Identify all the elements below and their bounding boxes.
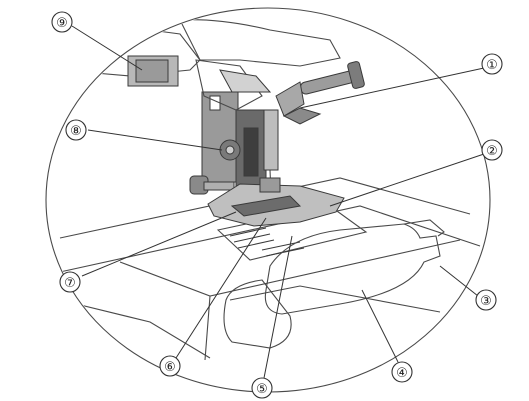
callout-4: ④: [391, 361, 413, 383]
svg-text:④: ④: [396, 366, 408, 381]
leader-2: [329, 153, 485, 207]
leader-9: [71, 25, 143, 71]
machine-illustration: [47, 19, 481, 361]
presser-foot: [207, 177, 345, 227]
leader-3: [439, 265, 479, 297]
callout-1: ①: [481, 53, 503, 75]
leader-8: [87, 129, 223, 151]
presser-foot-holder: [201, 91, 267, 187]
svg-text:②: ②: [486, 144, 498, 159]
callout-6: ⑥: [159, 355, 181, 377]
needle-plate: [216, 205, 368, 261]
callout-7: ⑦: [59, 271, 81, 293]
svg-text:①: ①: [486, 58, 498, 73]
leader-4: [361, 289, 399, 363]
svg-text:⑤: ⑤: [256, 382, 268, 397]
presser-foot-screw: [189, 175, 235, 195]
callout-8: ⑧: [65, 119, 87, 141]
callout-2: ②: [481, 139, 503, 161]
svg-text:③: ③: [480, 294, 492, 309]
leader-5: [263, 235, 293, 379]
svg-text:⑥: ⑥: [164, 360, 176, 375]
svg-text:⑧: ⑧: [70, 124, 82, 139]
machine-bed: [59, 177, 481, 361]
callout-5: ⑤: [251, 377, 273, 399]
svg-text:⑦: ⑦: [64, 276, 76, 291]
leader-lines: [71, 25, 485, 379]
lower-cutout: [223, 279, 292, 349]
callout-3: ③: [475, 289, 497, 311]
leader-7: [81, 211, 237, 277]
svg-text:⑨: ⑨: [56, 16, 68, 31]
leader-6: [175, 217, 267, 359]
needle-threader-lever: [275, 61, 365, 125]
callout-markers: ① ② ③ ④ ⑤ ⑥ ⑦ ⑧: [51, 11, 503, 399]
callout-9: ⑨: [51, 11, 73, 33]
leader-1: [299, 67, 485, 109]
bobbin-cover: [264, 219, 445, 315]
